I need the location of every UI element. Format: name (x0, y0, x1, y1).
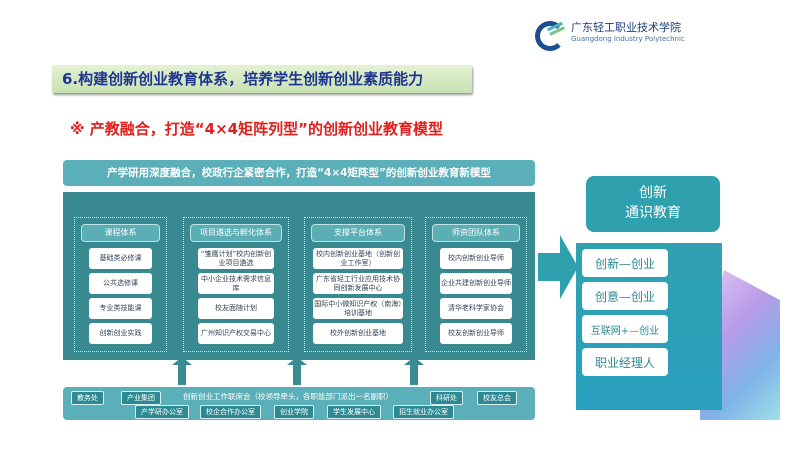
dept-tag: 校友总会 (477, 391, 517, 405)
up-arrow-icon (287, 357, 307, 385)
column-item: 企业共建创新创业导师 (440, 273, 512, 294)
education-item: 职业经理人 (582, 348, 668, 376)
dept-tag: 产业集团 (121, 391, 161, 405)
logo-name-en: Guangdong Industry Polytechnic (571, 35, 685, 43)
column-item: 校内创新创业导师 (440, 248, 512, 269)
innovation-education-list: 创新—创业 创意—创业 互联网+—创业 职业经理人 (576, 243, 722, 410)
column-projects: 项目遴选与孵化体系 “雏鹰计划”校内创新创业项目遴选 中小企业技术需求信息库 校… (183, 217, 289, 352)
dept-tag: 招生就业办公室 (393, 405, 454, 419)
column-faculty: 师资团队体系 校内创新创业导师 企业共建创新创业导师 清华老科学家协会 校友创新… (425, 217, 527, 352)
education-item: 创意—创业 (582, 282, 668, 310)
logo-name-cn: 广东轻工职业技术学院 (571, 21, 681, 34)
column-item: “雏鹰计划”校内创新创业项目遴选 (198, 248, 274, 269)
column-item: 校外创新创业基地 (313, 323, 403, 344)
dept-tag: 学生发展中心 (327, 405, 381, 419)
column-item: 国际中小微知识产权（南海）培训基地 (313, 298, 403, 319)
header-line: 创新 (639, 185, 667, 201)
column-header: 项目遴选与孵化体系 (190, 224, 282, 242)
college-logo: 广东轻工职业技术学院 Guangdong Industry Polytechni… (535, 17, 725, 51)
dept-tag: 科研处 (430, 391, 463, 405)
slide-title: 6.构建创新创业教育体系，培养学生创新创业素质能力 (52, 65, 472, 93)
column-header: 师资团队体系 (432, 224, 520, 242)
logo-icon (535, 19, 565, 51)
column-item: 校友面随计划 (198, 298, 274, 319)
up-arrow-icon (404, 357, 424, 385)
innovation-education-header: 创新 通识教育 (586, 176, 720, 232)
joint-committee-bar: 教务处 产业集团 创新创业工作联席会（校领导牵头，各职能部门派出一名副职） 科研… (63, 387, 535, 420)
column-item: 公共选修课 (89, 273, 152, 294)
up-arrow-icon (172, 357, 192, 385)
committee-text: 创新创业工作联席会（校领导牵头，各职能部门派出一名副职） (183, 392, 393, 401)
column-header: 课程体系 (81, 224, 160, 242)
header-line: 通识教育 (625, 205, 681, 221)
column-item: 基础类必修课 (89, 248, 152, 269)
column-platforms: 支撑平台体系 校内创新创业基地（创新创业工作室） 广东省轻工行业应用技术协同创新… (304, 217, 412, 352)
column-item: 广东省轻工行业应用技术协同创新发展中心 (313, 273, 403, 294)
column-item: 清华老科学家协会 (440, 298, 512, 319)
slide-subtitle: ※ 产教融合，打造“4×4矩阵列型”的创新创业教育模型 (70, 120, 443, 138)
education-item: 互联网+—创业 (582, 315, 668, 343)
column-item: 校友创新创业导师 (440, 323, 512, 344)
model-banner: 产学研用深度融合，校政行企紧密合作，打造“4×4矩阵型”的创新创业教育新模型 (63, 160, 535, 186)
column-item: 专业类技能课 (89, 298, 152, 319)
column-item: 中小企业技术需求信息库 (198, 273, 274, 294)
education-item: 创新—创业 (582, 249, 668, 277)
column-item: 广州知识产权交易中心 (198, 323, 274, 344)
right-arrow-icon (538, 235, 578, 299)
dept-tag: 产学研办公室 (135, 405, 189, 419)
dept-tag: 教务处 (71, 391, 104, 405)
column-item: 校内创新创业基地（创新创业工作室） (313, 248, 403, 269)
dept-tag: 校企合作办公室 (200, 405, 261, 419)
matrix-panel: 课程体系 基础类必修课 公共选修课 专业类技能课 创新创业实践 项目遴选与孵化体… (63, 192, 535, 360)
column-curriculum: 课程体系 基础类必修课 公共选修课 专业类技能课 创新创业实践 (74, 217, 167, 352)
dept-tag: 创业学院 (274, 405, 314, 419)
column-header: 支撑平台体系 (311, 224, 405, 242)
column-item: 创新创业实践 (89, 323, 152, 344)
